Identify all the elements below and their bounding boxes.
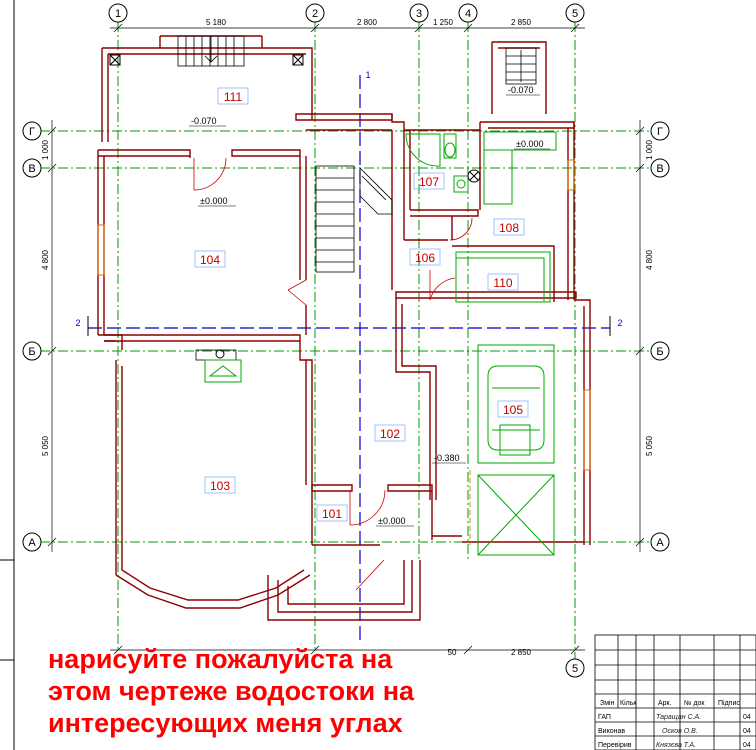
dim-top-1: 5 180: [206, 18, 227, 27]
room-110-furniture: [455, 251, 551, 303]
stairs-main: [315, 165, 393, 273]
boiler-icon: [467, 169, 481, 183]
stamp-header-qty: Кільк: [620, 699, 637, 707]
room-number-105: 105: [503, 403, 523, 417]
axis-bubble-g-right: Г: [657, 126, 663, 138]
stamp-header-changes: Змін: [600, 699, 615, 707]
kitchen-furniture: [483, 131, 557, 205]
section-mark-1: 1: [365, 70, 370, 80]
stamp-extra-gap: 04: [743, 714, 751, 721]
request-note-line: этом чертеже водостоки на: [48, 676, 415, 706]
axis-bubble-5: 5: [572, 8, 578, 20]
bathroom-fixtures: [405, 133, 469, 193]
axis-bubble-4: 4: [465, 8, 471, 20]
stamp-role-executor: Виконав: [598, 728, 625, 735]
room-labels: 111 104 103 101 102 107 106 108 110 105: [194, 87, 529, 522]
room-number-108: 108: [499, 221, 519, 235]
room-number-110: 110: [493, 276, 512, 290]
dimension-left: [47, 120, 57, 552]
dim-left-1: 1 000: [41, 139, 50, 160]
dim-left-3: 5 050: [41, 435, 50, 456]
dim-top-4: 2 850: [511, 18, 532, 27]
request-note-line: интересующих меня углах: [48, 708, 403, 738]
stamp-header-doc: № док: [684, 700, 705, 707]
fireplace: [195, 349, 242, 383]
windows: [97, 159, 591, 471]
room-number-106: 106: [415, 251, 435, 265]
axis-bubble-a-left: А: [28, 537, 36, 549]
stamp-name-checker: Князєва Т.А.: [656, 742, 696, 749]
door-swings: [193, 157, 473, 591]
section-lines: [88, 75, 610, 640]
columns: [109, 54, 304, 66]
level-mark-111: -0.070: [191, 116, 217, 126]
stamp-role-gap: ГАП: [598, 714, 611, 721]
request-note: нарисуйте пожалуйста на этом чертеже вод…: [48, 643, 568, 739]
axis-bubble-2: 2: [312, 8, 318, 20]
level-mark-104: ±0.000: [200, 196, 227, 206]
dim-left-2: 4 800: [41, 249, 50, 270]
level-mark-108: ±0.000: [516, 139, 543, 149]
dim-right-3: 5 050: [645, 435, 654, 456]
dimension-bottom: [110, 645, 585, 655]
axis-bubble-v-right: В: [656, 163, 663, 175]
dimension-right: [635, 120, 645, 552]
section-mark-2-right: 2: [617, 318, 622, 328]
section-mark-2-left: 2: [75, 318, 80, 328]
level-mark-garage: -0.380: [434, 453, 460, 463]
axis-bubble-a-right: А: [656, 537, 664, 549]
room-number-104: 104: [200, 253, 220, 267]
level-marks: -0.070 ±0.000 -0.070 ±0.000 ±0.000 -0.38…: [189, 85, 550, 527]
level-mark-101: ±0.000: [378, 516, 405, 526]
stamp-header-signature: Підпис: [718, 699, 740, 707]
axis-bubble-5-bottom: 5: [572, 663, 578, 675]
axis-bubble-1: 1: [115, 8, 121, 20]
stamp-extra-checker: 04: [743, 742, 751, 749]
axis-bubble-b-left: Б: [28, 346, 35, 358]
axis-bubble-b-right: Б: [656, 346, 663, 358]
dimension-top: [110, 23, 585, 33]
title-block: [594, 634, 756, 750]
room-number-107: 107: [419, 175, 439, 189]
axis-bubbles: 1 2 3 4 5 5 Г В Б А Г В Б А: [22, 3, 670, 678]
stairs-service: [505, 47, 537, 85]
dim-bottom-1: 50: [448, 648, 457, 657]
room-number-103: 103: [210, 479, 230, 493]
dim-top-2: 2 800: [357, 18, 378, 27]
level-mark-service: -0.070: [508, 85, 534, 95]
car-icon: [477, 344, 555, 556]
room-number-101: 101: [322, 507, 342, 521]
stairs-terrace: [177, 35, 245, 67]
room-number-111: 111: [224, 90, 243, 104]
stamp-name-executor: Осков О.В.: [662, 728, 698, 735]
stamp-extra-executor: 04: [743, 728, 751, 735]
dim-right-2: 4 800: [645, 249, 654, 270]
stamp-header-sheet: Арк.: [658, 700, 672, 707]
stamp-name-gap: Таращан С.А.: [656, 714, 701, 721]
dim-right-1: 1 000: [645, 139, 654, 160]
dim-bottom-2: 2 850: [511, 648, 532, 657]
dim-top-3: 1 250: [433, 18, 454, 27]
request-note-line: нарисуйте пожалуйста на: [48, 644, 393, 674]
axis-bubble-3: 3: [416, 8, 422, 20]
room-number-102: 102: [380, 427, 400, 441]
walls: [97, 35, 591, 621]
axis-bubble-g-left: Г: [29, 126, 35, 138]
axis-bubble-v-left: В: [28, 163, 35, 175]
stamp-role-checker: Перевірив: [598, 741, 632, 749]
